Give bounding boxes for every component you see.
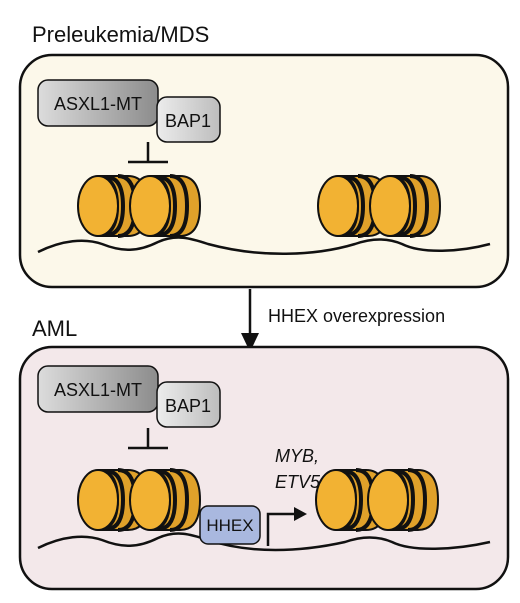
nucleosome (366, 468, 440, 532)
bap1-box (156, 381, 221, 428)
inhibition-symbol (128, 428, 168, 450)
dna-strand (37, 236, 491, 255)
target-genes-line1: MYB, (275, 446, 319, 466)
transition-arrowhead (241, 333, 259, 352)
transcription-arrowhead (294, 507, 307, 521)
asxl1-mt-label: ASXL1-MT (54, 94, 142, 114)
transcription-start-arrow (266, 512, 296, 546)
bap1-label: BAP1 (165, 111, 211, 131)
nucleosome (128, 174, 202, 238)
hhex-label: HHEX (206, 516, 253, 535)
inhibition-symbol (128, 142, 168, 164)
nucleosome (368, 174, 442, 238)
target-genes-line2: ETV5 (275, 472, 321, 492)
top-panel-title: Preleukemia/MDS (32, 22, 209, 47)
bottom-panel-title: AML (32, 316, 77, 341)
bap1-box (156, 96, 221, 143)
asxl1-mt-label: ASXL1-MT (54, 380, 142, 400)
bap1-label: BAP1 (165, 396, 211, 416)
nucleosome (128, 468, 202, 532)
transition-label: HHEX overexpression (268, 306, 445, 326)
hhex-box (199, 505, 261, 545)
dna-strand (37, 532, 491, 552)
